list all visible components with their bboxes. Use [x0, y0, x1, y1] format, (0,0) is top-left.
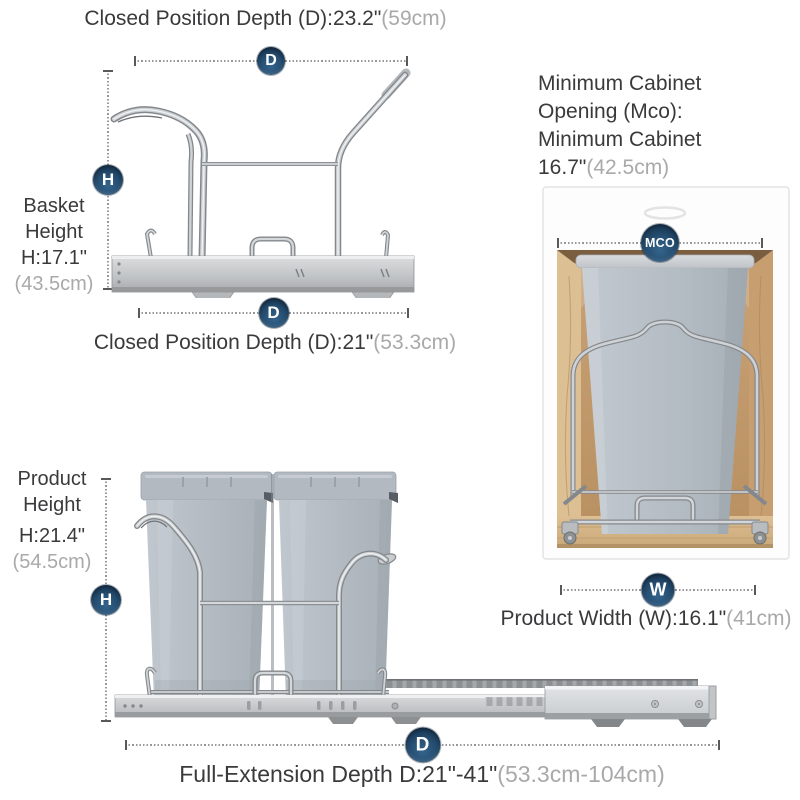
frame-left-hook-highlight [146, 229, 156, 259]
closed-depth-bottom-main: Closed Position Depth (D):21" [93, 331, 374, 354]
basket-height-label: Basket Height H:17.1" (43.5cm) [4, 193, 104, 297]
tick-left [560, 585, 562, 595]
rail-intermediate-member [300, 679, 698, 688]
dimension-line-bottom-depth: D [138, 298, 409, 328]
height-badge: H [91, 585, 121, 615]
dimension-line-full-extension: D [125, 727, 720, 763]
closed-depth-bottom-label: Closed Position Depth (D):21"(53.3cm) [55, 331, 495, 355]
drawer-handle [643, 206, 687, 220]
dimension-line-top-depth: D [134, 47, 408, 75]
tick-bottom [103, 288, 113, 290]
cabinet-cutaway-illustration [542, 186, 790, 560]
tick-left [134, 56, 136, 66]
basket-height-metric: (43.5cm) [14, 273, 94, 295]
dimension-line-width: W [560, 573, 756, 607]
dimension-line-mco: MCO [557, 224, 763, 262]
tick-right [754, 585, 756, 595]
product-height-metric: (54.5cm) [12, 551, 92, 573]
full-extension-label: Full-Extension Depth D:21"-41"(53.3cm-10… [112, 761, 732, 788]
cabinet-wire-frame [570, 319, 760, 496]
frame-left-handle [110, 106, 208, 264]
closed-depth-title-metric: (59cm) [381, 7, 447, 30]
tick-right [407, 308, 409, 318]
slide-base [111, 255, 415, 298]
cabinet-heading-value: 16.7" [538, 156, 587, 179]
cabinet-heading-line4: 16.7"(42.5cm) [538, 154, 794, 182]
cabinet-base-rails [557, 484, 773, 548]
height-badge: H [93, 165, 123, 195]
full-extension-main: Full-Extension Depth D:21"-41" [179, 761, 498, 787]
depth-badge: D [258, 298, 289, 328]
basket-side-view-illustration [110, 68, 415, 298]
depth-badge: D [257, 47, 285, 75]
frame-right-handle [334, 68, 411, 264]
tick-top [101, 478, 111, 480]
cabinet-opening-heading: Minimum Cabinet Opening (Mco): Minimum C… [538, 70, 794, 182]
cabinet-trash-bin [575, 254, 755, 534]
width-badge: W [641, 573, 675, 607]
basket-height-line3: H:17.1" [20, 247, 88, 269]
tick-right [718, 740, 720, 750]
cabinet-heading-line1: Minimum Cabinet [538, 72, 702, 95]
closed-depth-bottom-metric: (53.3cm) [373, 331, 457, 354]
product-height-line1: Product [17, 468, 87, 490]
extended-rail-bins-illustration [114, 471, 717, 727]
product-width-main: Product Width (W):16.1" [500, 607, 727, 630]
full-extension-metric: (53.3cm-104cm) [497, 761, 665, 787]
cabinet-heading-metric: (42.5cm) [586, 156, 670, 179]
basket-height-line1: Basket [23, 195, 85, 217]
tick-bottom [101, 720, 111, 722]
closed-depth-title: Closed Position Depth (D):23.2"(59cm) [58, 7, 473, 31]
tick-right [761, 238, 763, 248]
frame-center-handle-highlight [250, 237, 295, 258]
closed-depth-title-main: Closed Position Depth (D):23.2" [84, 7, 382, 30]
cabinet-heading-line2: Opening (Mco): [538, 100, 683, 123]
tick-left [138, 308, 140, 318]
cabinet-heading-line3: Minimum Cabinet [538, 128, 702, 151]
depth-badge: D [405, 727, 440, 763]
tick-right [406, 56, 408, 66]
tick-left [557, 238, 559, 248]
product-height-label: Product Height H:21.4" (54.5cm) [0, 466, 104, 575]
product-width-label: Product Width (W):16.1"(41cm) [486, 607, 800, 631]
product-height-line2: Height [23, 494, 81, 516]
tick-top [103, 70, 113, 72]
slide-rail-outer [544, 685, 717, 727]
frame-right-hook-highlight [381, 231, 389, 259]
trash-bin-left [140, 471, 273, 701]
dimension-line-basket-height: H [93, 70, 123, 290]
basket-height-line2: Height [25, 221, 83, 243]
dimension-line-product-height: H [91, 478, 121, 722]
extended-wire-frame [134, 513, 397, 700]
tick-left [125, 740, 127, 750]
product-width-metric: (41cm) [726, 607, 792, 630]
trash-bin-right [271, 471, 398, 701]
mco-badge: MCO [641, 224, 679, 262]
product-height-line3: H:21.4" [18, 525, 86, 547]
slide-rail-inner [114, 694, 643, 724]
frame-center-handle [249, 236, 296, 258]
